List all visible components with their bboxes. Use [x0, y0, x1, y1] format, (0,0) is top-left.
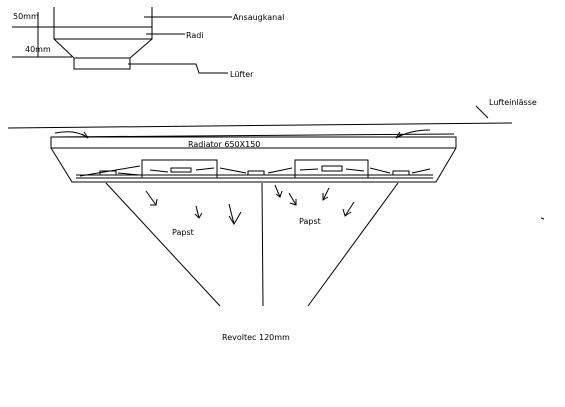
- small-fan-2: [247, 170, 265, 176]
- strip-stroke: [117, 172, 141, 176]
- radiator-label: Radiator 650X150: [188, 140, 260, 149]
- front-view-sketch: Lufteinlässe Radiator 650X150: [7, 98, 545, 342]
- airflow-arrow-1: [145, 190, 157, 206]
- fan-papst-right-hub: [321, 165, 343, 172]
- small-fan-3: [392, 170, 410, 176]
- airflow-arrowhead-5: [289, 199, 297, 206]
- airflow-line-left: [105, 182, 221, 307]
- airflow-arrow-6: [322, 187, 330, 201]
- fan-papst-left-hub: [170, 167, 192, 173]
- airflow-arrowhead-7: [342, 208, 352, 217]
- strip-stroke: [411, 168, 431, 174]
- inlet-line-upper: [7, 122, 513, 129]
- airflow-arrowhead-6: [322, 193, 329, 201]
- luefter-block: [73, 57, 131, 70]
- airflow-arrow-2: [195, 205, 200, 219]
- strip-stroke: [79, 165, 141, 177]
- radi-label: Radi: [186, 31, 204, 40]
- ansaugkanal-label: Ansaugkanal: [233, 13, 284, 22]
- lufteinlaesse-leader: [475, 105, 489, 119]
- strip-stroke: [299, 168, 319, 171]
- strip-stroke: [369, 167, 391, 174]
- airflow-arrow-3: [228, 203, 235, 225]
- fan-shroud-trapezoid: [50, 147, 457, 183]
- airflow-arrow-7: [344, 201, 355, 217]
- inlet-arrowhead-right: [395, 131, 403, 139]
- airflow-arrowhead-1: [150, 198, 158, 206]
- luefter-leader: [128, 63, 228, 74]
- strip-stroke: [345, 168, 365, 172]
- stray-mark: [540, 217, 545, 220]
- airflow-line-right: [307, 182, 399, 307]
- airflow-arrow-4: [274, 184, 281, 198]
- airflow-line-center: [261, 182, 264, 307]
- dim-40-label: 40mm: [25, 45, 51, 54]
- radi-block: [53, 26, 153, 40]
- airflow-arrowhead-4: [275, 190, 283, 198]
- strip-stroke: [267, 167, 293, 174]
- inlet-arrowhead-left: [81, 131, 89, 139]
- papst-left-label: Papst: [172, 228, 194, 237]
- strip-stroke: [149, 169, 169, 173]
- funnel-left: [53, 38, 75, 59]
- revoltec-label: Revoltec 120mm: [222, 333, 290, 342]
- radiator-block: [50, 136, 457, 149]
- side-view-sketch: 50mm 40mm Ansaugkanal Radi Lüfter: [12, 7, 284, 79]
- papst-right-label: Papst: [299, 217, 321, 226]
- airflow-arrowhead-2: [194, 212, 203, 219]
- airflow-arrow-5: [288, 192, 297, 206]
- funnel-right: [129, 38, 153, 59]
- fan-papst-left: [141, 159, 218, 179]
- lufteinlaesse-label: Lufteinlässe: [489, 98, 537, 107]
- strip-stroke: [195, 167, 215, 171]
- airflow-arrowhead-3: [228, 211, 242, 225]
- strip-stroke: [219, 167, 247, 174]
- fan-papst-right: [294, 159, 369, 179]
- luefter-label: Lüfter: [230, 70, 254, 79]
- dim-50-label: 50mm: [13, 12, 39, 21]
